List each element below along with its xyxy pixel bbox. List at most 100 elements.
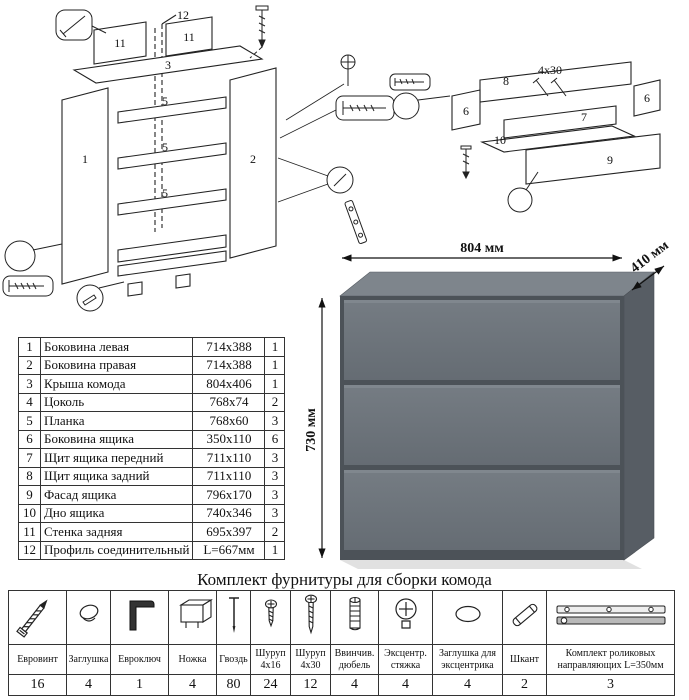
drawer-exploded-diagram: 8 6 6 7 10 9 4х30 <box>389 61 661 213</box>
part-num: 8 <box>18 466 41 486</box>
hardware-qty: 4 <box>330 674 379 696</box>
label-plank: 5 <box>162 186 168 200</box>
label-drawer-bottom: 10 <box>494 133 506 147</box>
part-qty: 3 <box>264 411 286 431</box>
hardware-icon-cell <box>216 590 251 645</box>
drawer-parts <box>451 61 661 185</box>
hardware-qty: 1 <box>110 674 169 696</box>
part-size: 768x74 <box>192 392 266 412</box>
hardware-qty: 16 <box>8 674 67 696</box>
eccentric-cam-icon <box>394 598 417 629</box>
height-dimension-label: 730 мм <box>304 408 319 452</box>
part-qty: 2 <box>264 522 286 542</box>
drawer-front <box>344 470 620 550</box>
width-dimension-label: 804 мм <box>460 241 504 256</box>
screw-4x30-icon <box>304 594 317 635</box>
drawer-labels: 8 6 6 7 10 9 4х30 <box>463 63 650 167</box>
euroscrew-icon <box>15 599 48 638</box>
label-drawer-side: 6 <box>463 104 469 118</box>
part-size: 740x346 <box>192 503 266 523</box>
part-plank <box>117 96 227 124</box>
euroscrew-callout <box>2 240 63 297</box>
hardware-name: Евроключ <box>110 644 169 675</box>
part-back-panel <box>165 16 213 57</box>
part-num: 4 <box>18 392 41 412</box>
label-facade: 9 <box>607 153 613 167</box>
dresser-top-face <box>339 271 655 297</box>
dimension-lines <box>318 254 665 558</box>
part-num: 5 <box>18 411 41 431</box>
screw-detail-box <box>279 95 395 139</box>
hardware-qty-row: 16 4 1 4 80 24 12 4 4 4 2 3 <box>8 674 675 696</box>
plug-icon <box>79 604 98 622</box>
part-num: 9 <box>18 485 41 505</box>
part-name: Боковина ящика <box>39 429 194 449</box>
hardware-name: Шкант <box>502 644 547 675</box>
nail-icon <box>228 597 239 633</box>
hardware-name: Комплект роликовых направляющих L=350мм <box>546 644 675 675</box>
hex-key-icon <box>129 600 154 631</box>
label-plank: 5 <box>162 94 168 108</box>
hardware-icon-cell <box>290 590 331 645</box>
eccentric-cover-icon <box>454 605 481 623</box>
label-screw-note: 4х30 <box>538 63 562 77</box>
hardware-name: Шуруп 4х30 <box>290 644 331 675</box>
hardware-icon-cell <box>8 590 67 645</box>
hardware-qty: 24 <box>250 674 291 696</box>
part-right-side <box>229 67 277 259</box>
part-plinth <box>117 250 227 277</box>
leg-icon <box>178 599 213 628</box>
part-num: 10 <box>18 503 41 523</box>
hardware-name: Заглушка для эксцентрика <box>432 644 503 675</box>
drawer-top-edge <box>344 300 620 303</box>
hardware-name: Ввинчив. дюбель <box>330 644 379 675</box>
part-name: Крыша комода <box>39 374 194 394</box>
part-name: Планка <box>39 411 194 431</box>
part-qty: 6 <box>264 429 286 449</box>
part-num: 1 <box>18 337 41 357</box>
part-size: 695x397 <box>192 522 266 542</box>
part-left-side <box>61 87 109 285</box>
part-name: Щит ящика передний <box>39 448 194 468</box>
part-name: Стенка задняя <box>39 522 194 542</box>
hardware-icon-row <box>8 590 675 645</box>
drawer-top-edge <box>344 470 620 473</box>
driving-dowel-icon <box>348 596 361 631</box>
label-top: 3 <box>165 58 171 72</box>
part-size: 711x110 <box>192 448 266 468</box>
drawer-top-edge <box>344 385 620 388</box>
leg-part <box>127 281 143 297</box>
part-qty: 1 <box>264 540 286 560</box>
label-front-shield: 7 <box>581 110 587 124</box>
part-name: Фасад ящика <box>39 485 194 505</box>
part-qty: 3 <box>264 485 286 505</box>
part-num: 7 <box>18 448 41 468</box>
part-name: Дно ящика <box>39 503 194 523</box>
depth-dimension-label: 410 мм <box>628 238 672 276</box>
hardware-name-row: Евровинт Заглушка Евроключ Ножка Гвоздь … <box>8 644 675 675</box>
dowel-callout <box>76 281 125 312</box>
part-back-panel <box>93 21 147 65</box>
hardware-qty: 4 <box>66 674 111 696</box>
carcass-parts <box>61 14 277 297</box>
hardware-name: Ножка <box>168 644 217 675</box>
hardware-icon-cell <box>502 590 547 645</box>
part-plank <box>117 188 227 216</box>
screw-detail-box <box>55 9 107 41</box>
part-qty: 3 <box>264 466 286 486</box>
hardware-name: Гвоздь <box>216 644 251 675</box>
screw-icon <box>460 145 472 180</box>
hardware-table: Евровинт Заглушка Евроключ Ножка Гвоздь … <box>8 590 675 696</box>
